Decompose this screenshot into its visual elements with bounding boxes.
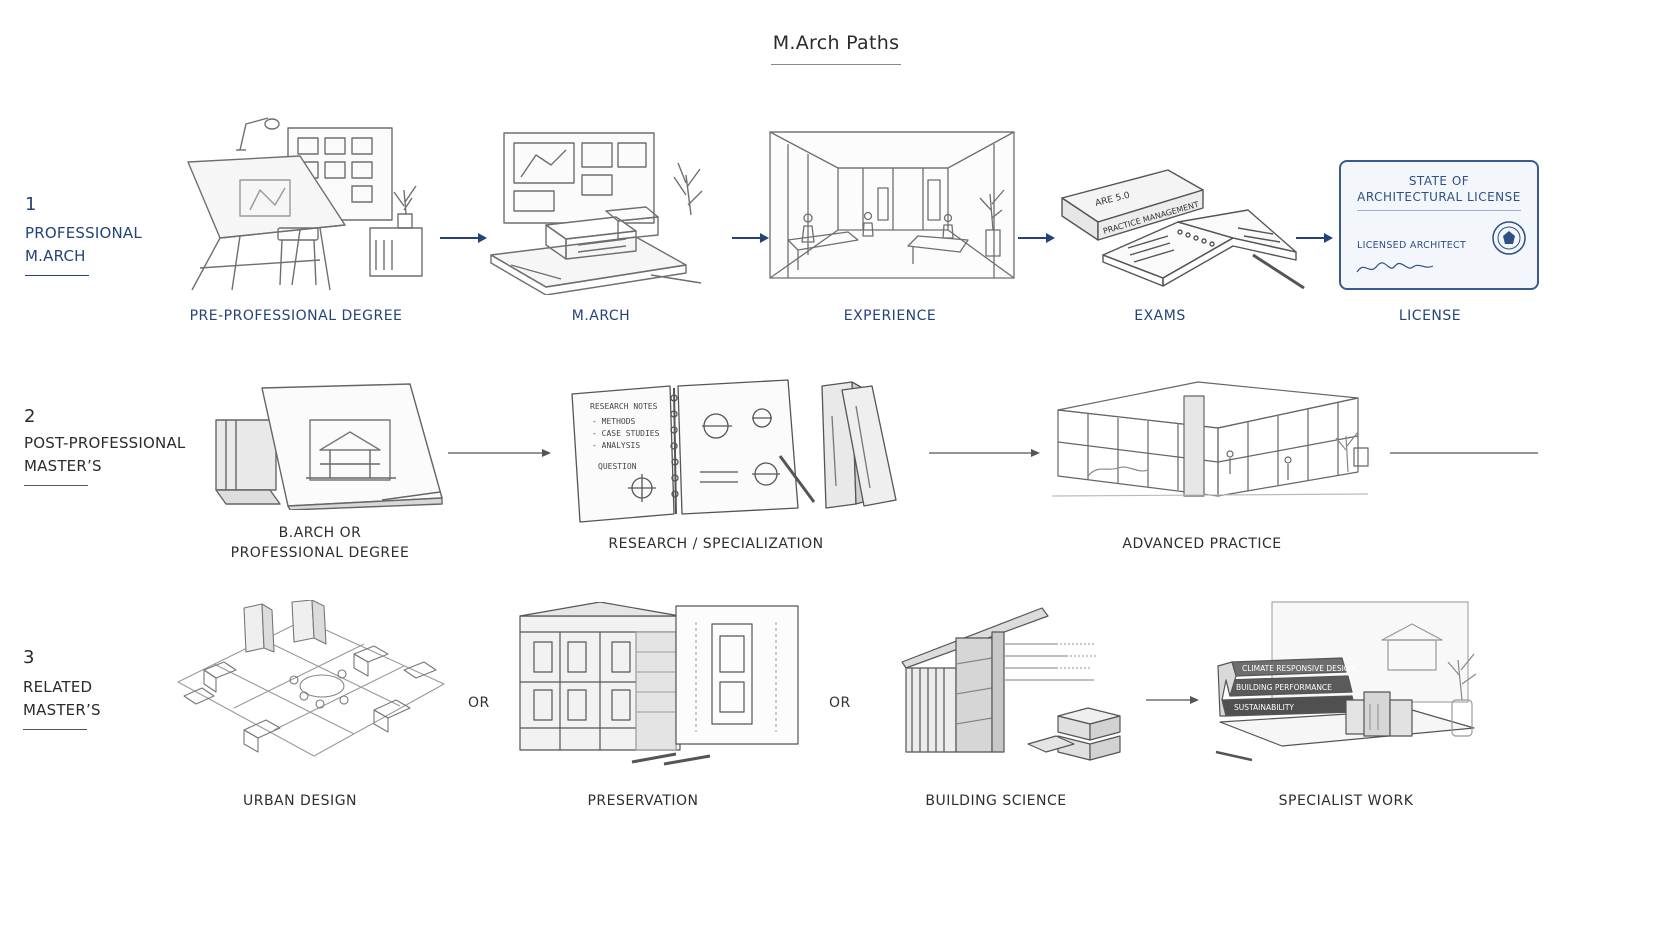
caption-line: RESEARCH / SPECIALIZATION [608,536,824,552]
caption-specialist-work: SPECIALIST WORK [1268,791,1424,811]
row-3-number: 3 [23,647,35,668]
arrow-right-icon [1018,230,1056,246]
research-notebook-icon: RESEARCH NOTES - METHODS - CASE STUDIES … [566,376,906,524]
caption-m-arch: M.ARCH [516,306,686,326]
signature-icon [1356,262,1434,273]
row-2-number: 2 [24,406,36,427]
caption-line: PROFESSIONAL DEGREE [230,545,410,561]
row-2-name: POST-PROFESSIONAL MASTER’S [24,432,185,478]
caption-building-science: BUILDING SCIENCE [916,791,1076,811]
architecture-model-icon [486,125,716,295]
row-2-underline [24,485,88,486]
caption-preservation: PRESERVATION [568,791,718,811]
connector-line [1390,445,1540,461]
specialist-books-icon: CLIMATE RESPONSIVE DESIGN BUILDING PERFO… [1212,600,1488,768]
historic-facade-icon [516,602,802,766]
glass-building-icon [1048,376,1374,508]
caption-line: LICENSE [1398,308,1462,324]
license-card-subtitle: LICENSED ARCHITECT [1357,240,1467,251]
row-2-name-line-1: POST-PROFESSIONAL [24,434,186,452]
notebook-line-5: QUESTION [598,462,637,471]
or-connector-1: OR [468,695,490,711]
drawing-board-icon [210,380,450,510]
notebook-line-1: RESEARCH NOTES [590,402,658,411]
license-card-divider [1357,210,1521,211]
caption-line: PRE-PROFESSIONAL DEGREE [189,308,403,324]
diagram-title-text: M.Arch Paths [770,32,902,65]
notebook-line-2: - METHODS [592,417,636,426]
row-1-name: PROFESSIONAL M.ARCH [25,222,142,268]
caption-pre-professional-degree: PRE-PROFESSIONAL DEGREE [180,306,412,326]
city-plan-icon [174,600,448,772]
caption-line: B.ARCH OR [278,525,362,541]
license-card-title-1: STATE OF [1408,174,1470,188]
caption-research-specialization: RESEARCH / SPECIALIZATION [606,534,826,554]
book-title-3: SUSTAINABILITY [1234,703,1294,712]
arrow-right-icon [1296,230,1334,246]
arrow-right-icon [1146,692,1200,708]
diagram-title: M.Arch Paths [0,32,1672,65]
caption-line: EXAMS [1134,308,1186,324]
caption-line: SPECIALIST WORK [1278,793,1414,809]
arrow-right-icon [448,445,552,461]
row-3-name: RELATED MASTER’S [23,676,101,722]
notebook-line-4: - ANALYSIS [592,441,640,450]
drafting-table-icon [180,110,430,295]
row-1-name-line-1: PROFESSIONAL [25,224,142,242]
caption-experience: EXPERIENCE [810,306,970,326]
office-interior-icon [768,130,1018,282]
caption-advanced-practice: ADVANCED PRACTICE [1102,534,1302,554]
notebook-line-3: - CASE STUDIES [592,429,660,438]
book-title-1: CLIMATE RESPONSIVE DESIGN [1242,664,1355,673]
license-card-title-2: ARCHITECTURAL LICENSE [1357,190,1521,204]
arrow-right-icon [440,230,488,246]
row-2-name-line-2: MASTER’S [24,457,102,475]
seal-icon [1492,221,1526,255]
row-1-name-line-2: M.ARCH [25,247,86,265]
caption-license: LICENSE [1380,306,1480,326]
row-3-name-line-2: MASTER’S [23,701,101,719]
arrow-right-icon [929,445,1041,461]
caption-b-arch-or-professional-degree: B.ARCH OR PROFESSIONAL DEGREE [220,523,420,563]
caption-line: URBAN DESIGN [242,793,358,809]
row-1-underline [25,275,89,276]
arrow-right-icon [732,230,770,246]
or-connector-2: OR [829,695,851,711]
caption-exams: EXAMS [1100,306,1220,326]
caption-line: EXPERIENCE [843,308,937,324]
row-3-name-line-1: RELATED [23,678,93,696]
wall-section-icon [898,604,1124,766]
caption-line: M.ARCH [571,308,631,324]
caption-urban-design: URBAN DESIGN [220,791,380,811]
exam-books-icon: ARE 5.0 PRACTICE MANAGEMENT [1058,160,1308,300]
row-1-number: 1 [25,194,37,215]
caption-line: PRESERVATION [587,793,699,809]
book-title-2: BUILDING PERFORMANCE [1236,683,1332,692]
caption-line: ADVANCED PRACTICE [1122,536,1282,552]
caption-line: BUILDING SCIENCE [925,793,1067,809]
license-card-icon: STATE OF ARCHITECTURAL LICENSE LICENSED … [1339,160,1539,290]
row-3-underline [23,729,87,730]
